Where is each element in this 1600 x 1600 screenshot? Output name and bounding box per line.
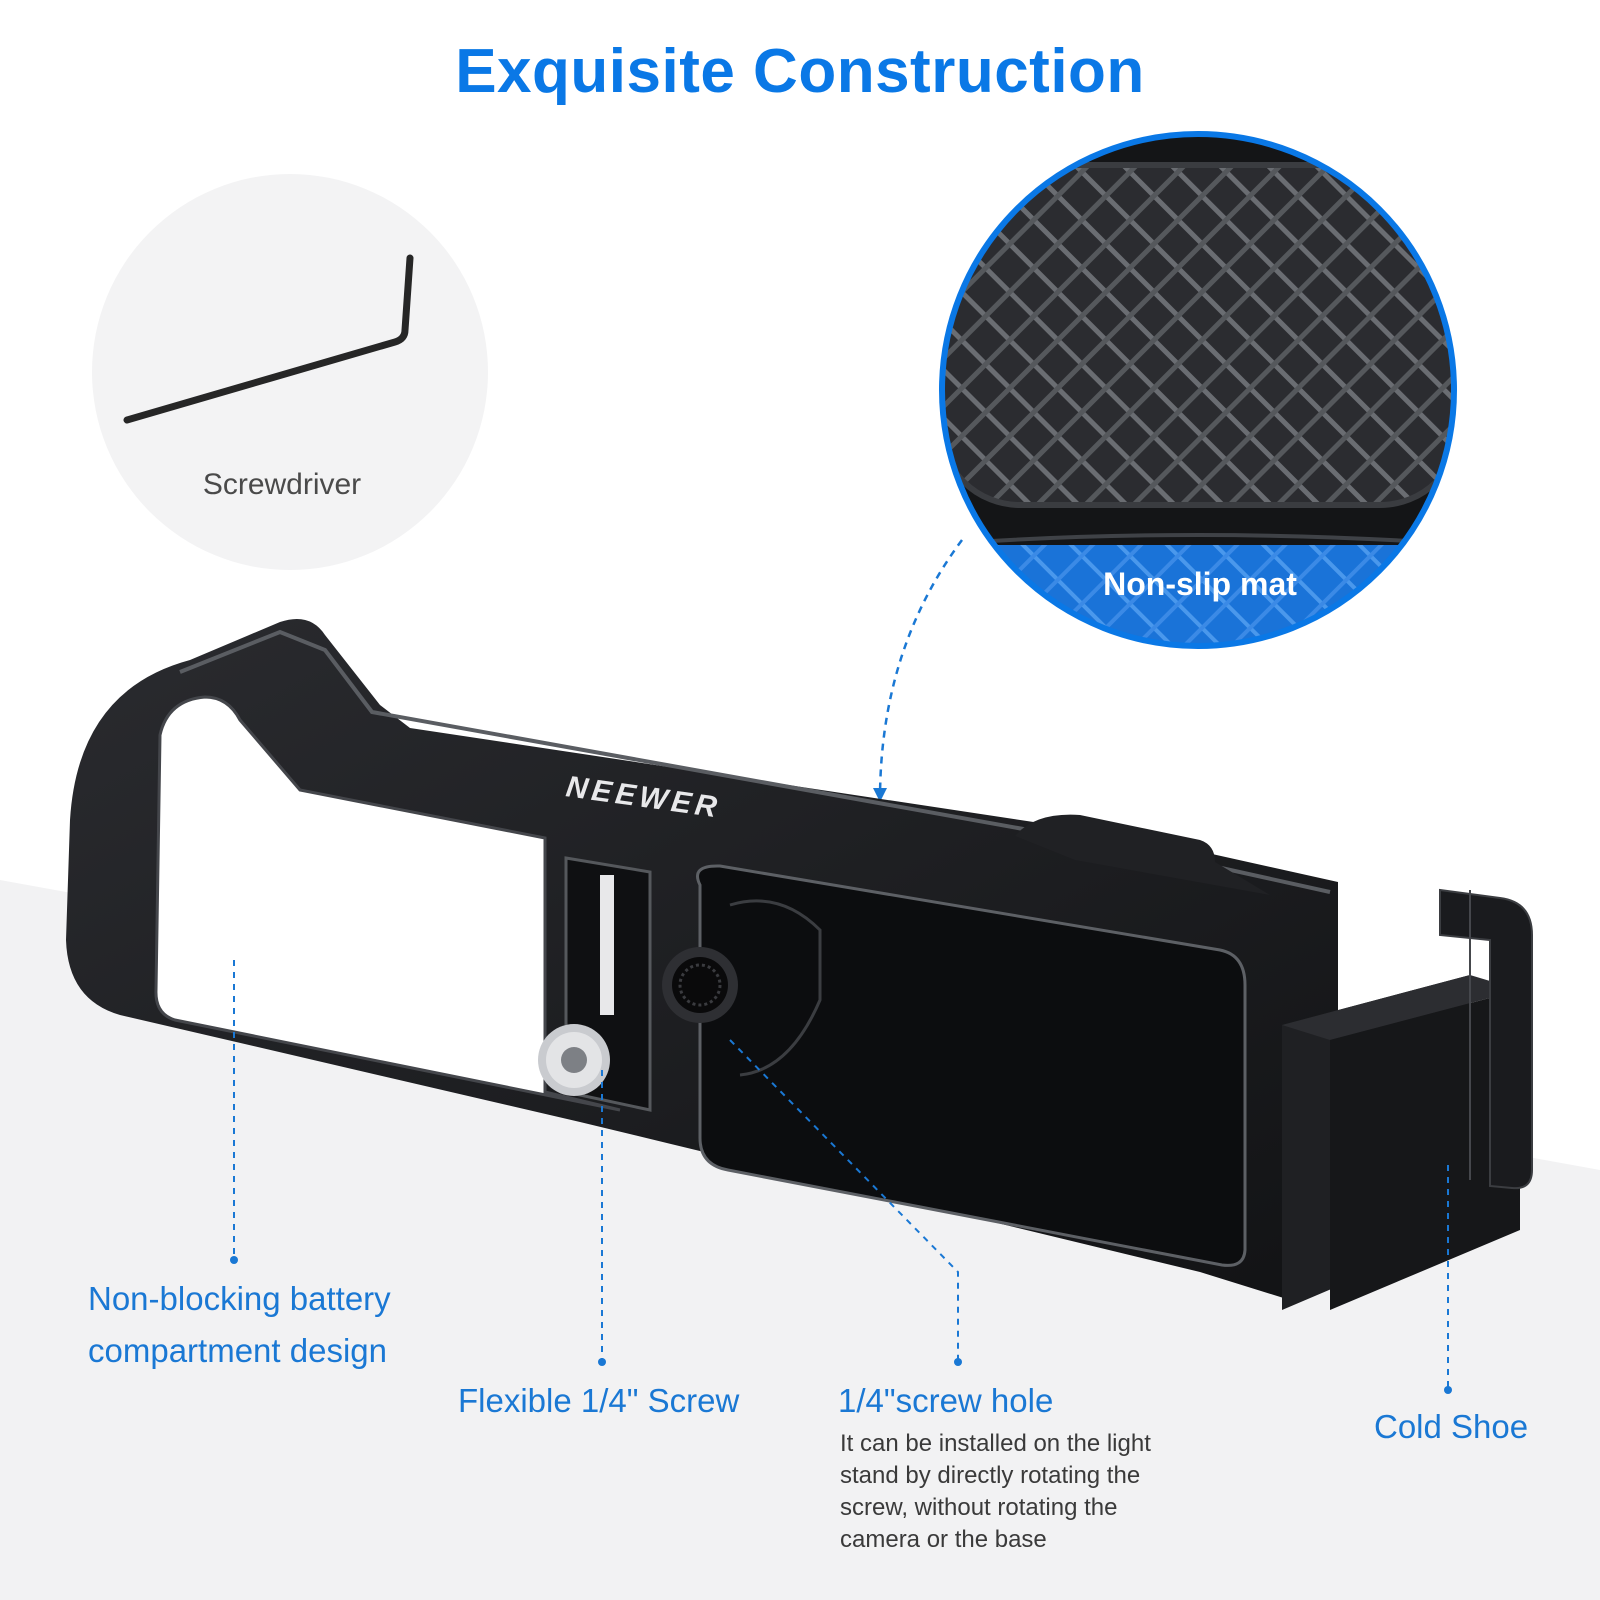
screw-hole-description: It can be installed on the light stand b… (840, 1428, 1151, 1556)
screw-hole-desc-line: stand by directly rotating the (840, 1462, 1141, 1489)
screw-hole-desc-line: It can be installed on the light (840, 1430, 1151, 1457)
screwdriver-label: Screwdriver (202, 468, 362, 501)
screw-callout: Flexible 1/4" Screw (458, 1382, 740, 1419)
screw-hole-desc-line: camera or the base (840, 1526, 1047, 1553)
non-slip-mat-label: Non-slip mat (1103, 566, 1297, 602)
page-title: Exquisite Construction (455, 37, 1145, 106)
screw-hole-desc-line: screw, without rotating the (840, 1494, 1118, 1521)
cold-shoe-callout: Cold Shoe (1374, 1408, 1529, 1445)
battery-callout-line1: Non-blocking battery (88, 1280, 391, 1317)
screw-hole-callout: 1/4"screw hole (838, 1382, 1054, 1419)
battery-callout-line2: compartment design (88, 1332, 387, 1369)
